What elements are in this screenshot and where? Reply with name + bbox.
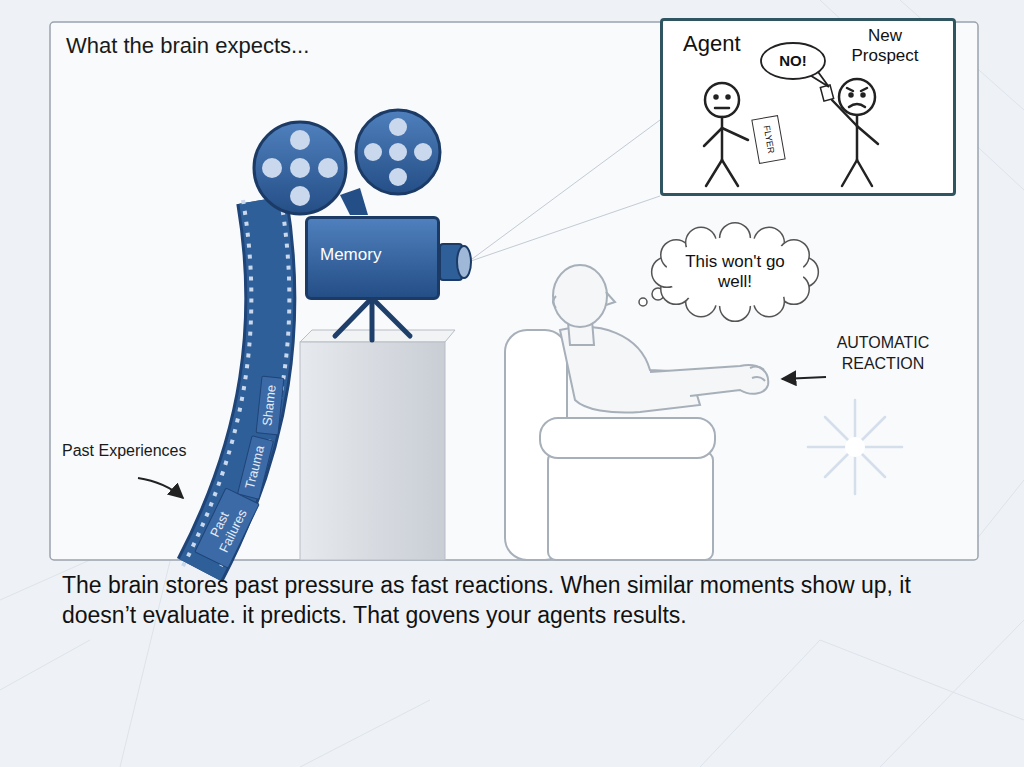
reaction-label: AUTOMATIC REACTION bbox=[828, 333, 938, 375]
film-reels bbox=[254, 110, 440, 215]
node-text: Shame bbox=[260, 383, 279, 426]
leader-arrow bbox=[782, 377, 826, 379]
node-text: Past Failures bbox=[201, 495, 253, 560]
film-frame: Past Failures bbox=[194, 487, 260, 568]
cloud-fill bbox=[666, 237, 804, 307]
pointer-label: Past Experiences bbox=[62, 441, 212, 462]
figure-label: New Prospect bbox=[835, 26, 935, 65]
panel-frame bbox=[50, 22, 978, 560]
film-frame: Shame bbox=[256, 375, 285, 435]
prospect-figure bbox=[820, 79, 878, 186]
projector-body: Memory bbox=[305, 216, 440, 300]
caption: The brain stores past pressure as fast r… bbox=[62, 571, 987, 631]
agent-figure bbox=[704, 83, 748, 186]
node-text: Memory bbox=[320, 245, 427, 265]
leader-arrow bbox=[138, 478, 183, 498]
speech-outline bbox=[761, 43, 825, 79]
title: What the brain expects... bbox=[66, 33, 309, 59]
starburst bbox=[808, 400, 902, 494]
tripod bbox=[335, 298, 410, 340]
flyer-paper: FLYER bbox=[751, 114, 785, 163]
node-text: This won't go well! bbox=[685, 252, 785, 291]
film-frame: Trauma bbox=[236, 435, 273, 500]
node-text: Trauma bbox=[242, 443, 267, 490]
film-strip bbox=[181, 200, 289, 570]
speech-bubble: NO! bbox=[765, 45, 821, 77]
inset-ground bbox=[660, 18, 956, 196]
pedestal bbox=[300, 330, 455, 560]
inset-panel: Agent New ProspectNO! FLYER bbox=[660, 18, 956, 196]
figure-label: Agent bbox=[683, 31, 763, 56]
node-text: NO! bbox=[779, 52, 807, 69]
projector-lens bbox=[440, 244, 471, 280]
node-text: FLYER bbox=[761, 124, 776, 154]
thought-bubble: This won't go well! bbox=[669, 240, 801, 304]
beam-lines bbox=[468, 120, 660, 262]
